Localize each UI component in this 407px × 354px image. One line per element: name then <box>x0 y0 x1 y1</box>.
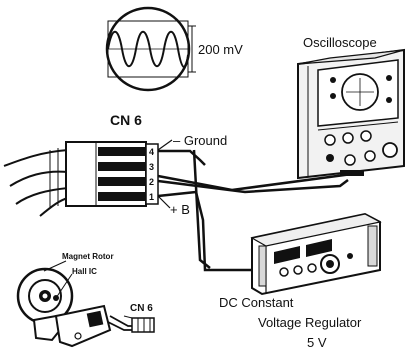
inset-connector-label: CN 6 <box>130 303 153 314</box>
pin-4 <box>98 147 146 156</box>
pin-1 <box>98 192 146 201</box>
scope-trace-display <box>105 6 196 92</box>
ground-leader <box>157 139 173 151</box>
sine-wave <box>107 30 189 68</box>
magnet-rotor-label: Magnet Rotor <box>62 252 114 261</box>
regulator-label-line2: Voltage Regulator <box>258 315 362 330</box>
connector-name: CN 6 <box>110 112 142 128</box>
pin-number-2: 2 <box>149 177 155 187</box>
motor-inset <box>16 260 155 348</box>
cn6-connector <box>3 141 159 217</box>
regulator-label-line1: DC Constant <box>219 295 294 310</box>
pin-number-4: 4 <box>149 147 155 157</box>
pin-number-1: 1 <box>149 192 155 202</box>
oscilloscope-label: Oscilloscope <box>303 35 377 50</box>
pin-3 <box>98 162 146 171</box>
ground-label: – Ground <box>173 133 228 148</box>
plus-b-label: + B <box>170 202 190 217</box>
plus-b-leader <box>157 195 171 209</box>
amplitude-label: 200 mV <box>198 42 243 57</box>
hall-ic-label: Hall IC <box>72 267 97 276</box>
pin-2 <box>98 177 146 186</box>
regulator-label-line3: 5 V <box>307 335 327 350</box>
signal-wire <box>157 179 349 194</box>
voltage-regulator-icon <box>250 212 382 296</box>
inset-cn6 <box>131 317 155 333</box>
oscilloscope-icon <box>297 48 405 180</box>
pin-number-3: 3 <box>149 162 155 172</box>
